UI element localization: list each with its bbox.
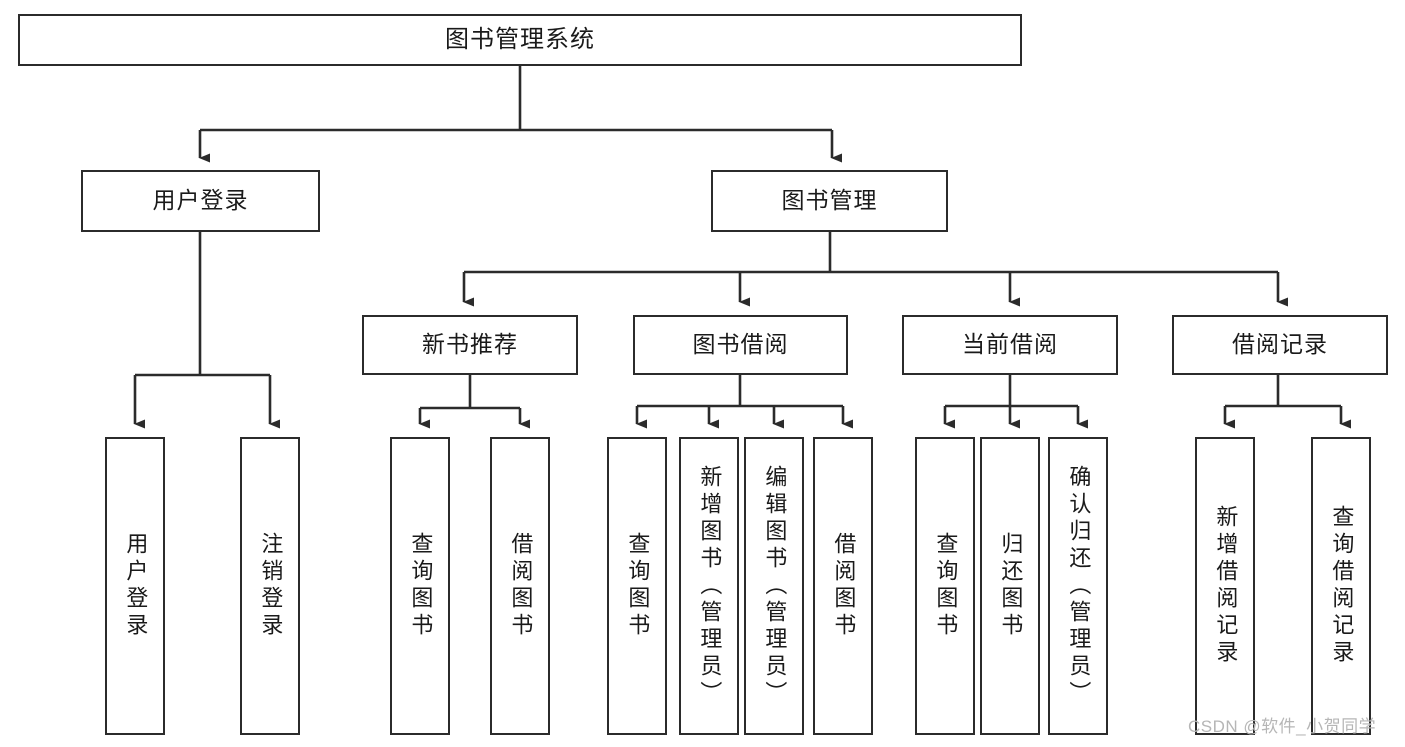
node-current-borrow[interactable]: 当前借阅 (902, 315, 1118, 375)
leaf-new-book-query-label: 查询图书 (408, 532, 434, 640)
leaf-current-borrow-query-label: 查询图书 (933, 532, 959, 640)
leaf-new-book-borrow-label: 借阅图书 (508, 532, 534, 640)
leaf-current-borrow-query[interactable]: 查询图书 (915, 437, 975, 735)
node-book-management[interactable]: 图书管理 (711, 170, 948, 232)
node-borrow-record-label: 借阅记录 (1232, 331, 1328, 358)
leaf-book-borrow-borrow[interactable]: 借阅图书 (813, 437, 873, 735)
leaf-user-login-login-label: 用户登录 (123, 532, 149, 640)
watermark: CSDN @软件_小贺同学 (1188, 717, 1377, 736)
node-book-borrow-label: 图书借阅 (692, 331, 789, 358)
leaf-book-borrow-borrow-label: 借阅图书 (831, 532, 857, 640)
leaf-borrow-record-query-label: 查询借阅记录 (1329, 505, 1355, 667)
leaf-book-borrow-query-label: 查询图书 (625, 532, 651, 640)
node-new-book-recommend[interactable]: 新书推荐 (362, 315, 578, 375)
leaf-user-login-logout-label: 注销登录 (258, 532, 284, 640)
node-new-book-recommend-label: 新书推荐 (422, 331, 518, 358)
node-borrow-record[interactable]: 借阅记录 (1172, 315, 1388, 375)
leaf-current-borrow-return-label: 归还图书 (998, 532, 1024, 640)
node-book-borrow[interactable]: 图书借阅 (633, 315, 848, 375)
leaf-current-borrow-return[interactable]: 归还图书 (980, 437, 1040, 735)
leaf-current-borrow-confirm[interactable]: 确认归还（管理员） (1048, 437, 1108, 735)
node-book-management-label: 图书管理 (781, 187, 878, 214)
leaf-borrow-record-add-label: 新增借阅记录 (1213, 505, 1239, 667)
leaf-user-login-login[interactable]: 用户登录 (105, 437, 165, 735)
leaf-borrow-record-query[interactable]: 查询借阅记录 (1311, 437, 1371, 735)
node-user-login[interactable]: 用户登录 (81, 170, 320, 232)
leaf-book-borrow-edit-label: 编辑图书（管理员） (762, 464, 788, 708)
leaf-borrow-record-add[interactable]: 新增借阅记录 (1195, 437, 1255, 735)
node-root[interactable]: 图书管理系统 (18, 14, 1022, 66)
leaf-current-borrow-confirm-label: 确认归还（管理员） (1066, 464, 1092, 708)
leaf-book-borrow-add[interactable]: 新增图书（管理员） (679, 437, 739, 735)
leaf-user-login-logout[interactable]: 注销登录 (240, 437, 300, 735)
node-user-login-label: 用户登录 (152, 187, 249, 214)
leaf-new-book-borrow[interactable]: 借阅图书 (490, 437, 550, 735)
leaf-book-borrow-add-label: 新增图书（管理员） (697, 464, 723, 708)
node-root-label: 图书管理系统 (445, 25, 595, 53)
leaf-new-book-query[interactable]: 查询图书 (390, 437, 450, 735)
node-current-borrow-label: 当前借阅 (962, 331, 1058, 358)
leaf-book-borrow-query[interactable]: 查询图书 (607, 437, 667, 735)
leaf-book-borrow-edit[interactable]: 编辑图书（管理员） (744, 437, 804, 735)
